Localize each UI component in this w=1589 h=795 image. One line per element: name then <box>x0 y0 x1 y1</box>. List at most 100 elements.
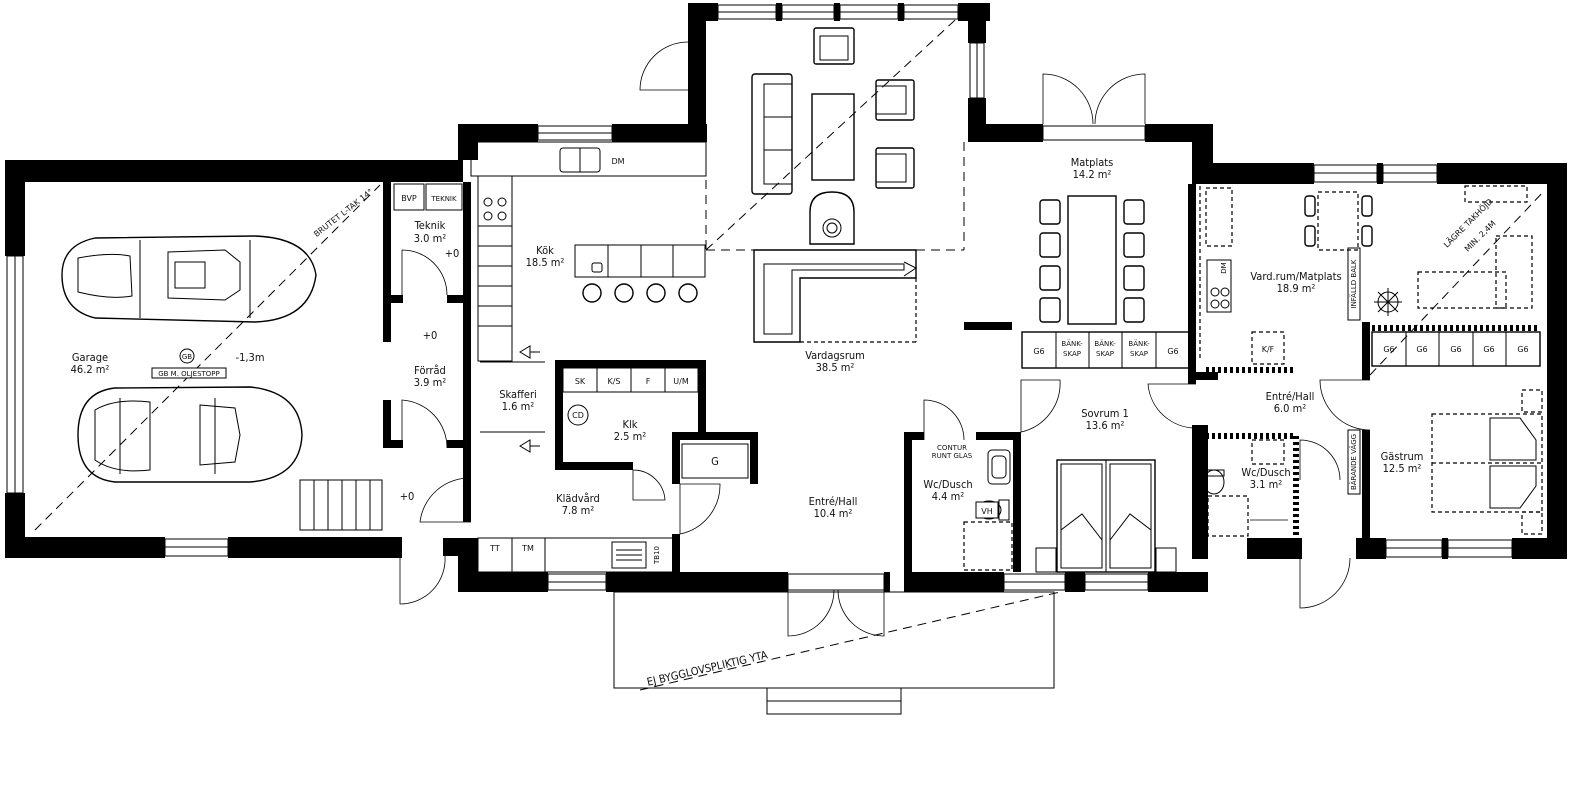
vardagsrum-area: 38.5 m² <box>816 361 855 374</box>
bedroom-1: Sovrum 1 13.6 m² <box>1035 407 1177 573</box>
shower-area <box>1207 495 1249 537</box>
vardrum-area: 18.9 m² <box>1277 282 1316 295</box>
sofa-icon <box>1417 185 1533 309</box>
dining-set-icon <box>1304 191 1373 251</box>
sovrum1-name: Sovrum 1 <box>1081 407 1129 420</box>
wc1-area: 4.4 m² <box>932 490 965 503</box>
vardagsrum-name: Vardagsrum <box>805 349 865 362</box>
shower-area <box>963 521 1013 571</box>
washbasin-icon <box>987 449 1011 485</box>
guest-room: Gästrum 12.5 m² <box>1381 389 1543 535</box>
kladvard-level: +0 <box>400 490 415 503</box>
contur-label: CONTUR <box>937 444 967 452</box>
drain-icon <box>179 348 195 364</box>
klk-area: 2.5 m² <box>614 430 647 443</box>
dining-room: Matplats 14.2 m² G6 BÄNK- SKAP BÄNK- SKA… <box>1021 156 1191 369</box>
garage-area: 46.2 m² <box>71 363 110 376</box>
tt-label: TT <box>489 544 500 553</box>
kitchen-room: DM Kök 18.5 m² Skafferi 1.6 m² <box>470 141 707 433</box>
kladvard-name: Klädvård <box>556 492 600 505</box>
vh-label: VH <box>981 507 993 516</box>
car-icon <box>77 386 303 483</box>
klk-name: Klk <box>623 418 638 431</box>
matplats-name: Matplats <box>1071 156 1114 169</box>
entre2-name: Entré/Hall <box>1266 390 1315 403</box>
entre1-area: 10.4 m² <box>814 507 853 520</box>
g6-label: G6 <box>1167 347 1178 356</box>
wc1-name: Wc/Dusch <box>923 478 972 491</box>
tb10-label: TB10 <box>653 546 661 565</box>
interior-walls <box>383 182 1370 572</box>
bank-label-2: SKAP <box>1063 350 1081 358</box>
skafferi-name: Skafferi <box>499 388 537 401</box>
infalld-balk-label: INFÄLLD BALK <box>1349 259 1358 308</box>
kok-area: 18.5 m² <box>526 256 565 269</box>
g6-label: G6 <box>1517 345 1528 354</box>
bank-label-1: BÄNK- <box>1094 339 1116 348</box>
exterior-walls <box>5 3 1567 592</box>
garage-room: GB GB M. OLJESTOPP Garage 46.2 m² -1,3m … <box>61 187 383 531</box>
arrow-icon <box>519 345 540 359</box>
plant-icon <box>1374 288 1402 316</box>
gastrum-area: 12.5 m² <box>1383 462 1422 475</box>
dm2-label: DM <box>1220 262 1228 273</box>
dining-table <box>1067 195 1117 325</box>
laundry-room: TT TM TB10 Klädvård 7.8 m² <box>477 492 675 573</box>
fireplace-icon <box>809 191 855 245</box>
sk-label: SK <box>575 377 586 386</box>
bank-label-1: BÄNK- <box>1061 339 1083 348</box>
cd-label: CD <box>572 411 584 420</box>
gastrum-name: Gästrum <box>1381 450 1424 463</box>
teknik-name: Teknik <box>414 219 446 232</box>
utility-rooms: BVP TEKNIK Teknik 3.0 m² +0 +0 Förråd 3.… <box>393 183 463 503</box>
entrance-hall-1: Entré/Hall 10.4 m² <box>809 495 858 520</box>
bathroom-1: CONTUR RUNT GLAS Wc/Dusch 4.4 m² VH <box>923 444 1013 571</box>
stove-icon <box>483 197 507 221</box>
living-room: Vardagsrum 38.5 m² <box>751 27 917 374</box>
bvp-label: BVP <box>401 194 417 203</box>
gb-oil-label: GB M. OLJESTOPP <box>158 370 220 378</box>
bank-label-2: SKAP <box>1130 350 1148 358</box>
gb-label: GB <box>182 353 192 361</box>
bed-icon <box>1431 389 1543 535</box>
kf-label: K/F <box>1262 345 1275 354</box>
sofa-icon <box>751 73 793 195</box>
arrow-icon <box>519 439 540 453</box>
barande-vagg-label: BÄRANDE VÄGG <box>1349 434 1358 490</box>
g6-label: G6 <box>1033 347 1044 356</box>
um-label: U/M <box>673 377 689 386</box>
ks-label: K/S <box>607 377 620 386</box>
corner-sofa-icon <box>753 249 917 343</box>
vardrum-name: Vard.rum/Matplats <box>1250 270 1341 283</box>
coffee-table <box>811 93 855 181</box>
kladvard-area: 7.8 m² <box>562 504 595 517</box>
bank-label-2: SKAP <box>1096 350 1114 358</box>
stairs <box>299 479 383 531</box>
g6-label: G6 <box>1483 345 1494 354</box>
sovrum1-area: 13.6 m² <box>1086 419 1125 432</box>
kok-name: Kök <box>536 244 554 257</box>
matplats-area: 14.2 m² <box>1073 168 1112 181</box>
bar-stool-icon <box>582 283 698 303</box>
toilet-icon <box>1203 469 1225 495</box>
forrad-level: +0 <box>423 329 438 342</box>
garage-name: Garage <box>72 351 108 364</box>
forrad-name: Förråd <box>414 364 446 377</box>
armchair-icon <box>813 27 915 189</box>
windows <box>6 4 1513 591</box>
roof-pitch-label: BRUTET L-TAK 14° <box>312 187 375 239</box>
dm-label: DM <box>611 157 624 166</box>
entre1-name: Entré/Hall <box>809 495 858 508</box>
skafferi-area: 1.6 m² <box>502 400 535 413</box>
g6-label: G6 <box>1416 345 1427 354</box>
forrad-area: 3.9 m² <box>414 376 447 389</box>
bathroom-2: Wc/Dusch 3.1 m² <box>1200 433 1299 540</box>
tm-label: TM <box>521 544 534 553</box>
bed-icon <box>1035 459 1177 573</box>
g6-label: G6 <box>1450 345 1461 354</box>
g6-label: G6 <box>1383 345 1394 354</box>
teknik-level: +0 <box>445 247 460 260</box>
ej-bygglov-label: EJ BYGGLOVSPLIKTIG YTA <box>646 648 769 688</box>
closet-room: SK K/S F U/M CD Klk 2.5 m² G <box>562 367 749 479</box>
teknik-area: 3.0 m² <box>414 232 447 245</box>
